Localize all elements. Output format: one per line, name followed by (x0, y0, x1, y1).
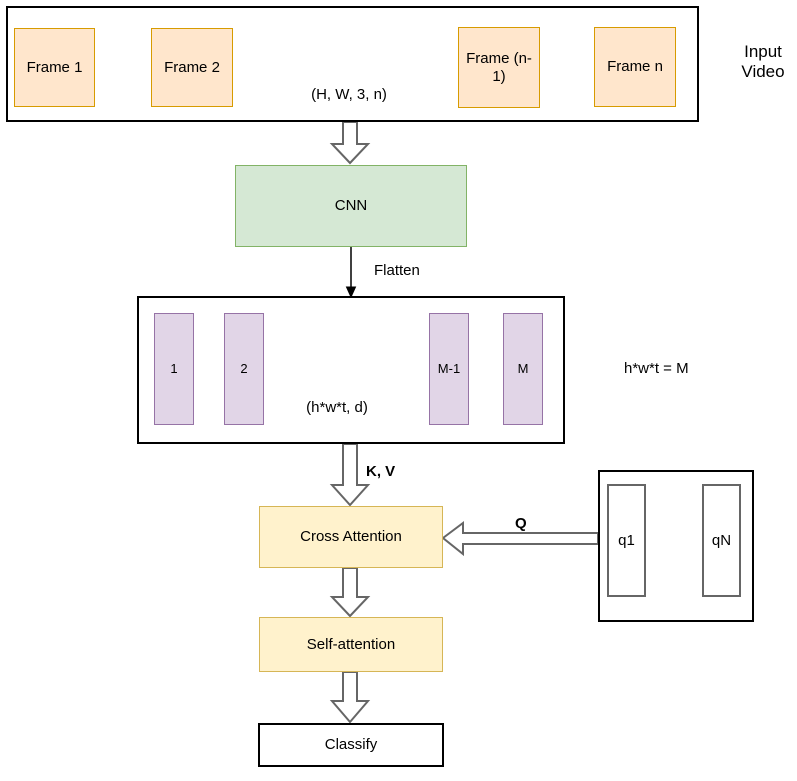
input-video-container (6, 6, 699, 122)
cross-attention-box: Cross Attention (259, 506, 443, 568)
kv-label: K, V (366, 463, 396, 480)
cnn-box: CNN (235, 165, 467, 247)
frame-box-n: Frame n (594, 27, 676, 107)
flatten-label: Flatten (374, 262, 420, 279)
input-shape-label: (H, W, 3, n) (311, 86, 387, 103)
query-box-qn: qN (702, 484, 741, 597)
frame-box-1: Frame 1 (14, 28, 95, 107)
tokens-container (137, 296, 565, 444)
token-count-note: h*w*t = M (624, 360, 689, 377)
self-attention-box: Self-attention (259, 617, 443, 672)
token-box-m: M (503, 313, 543, 425)
query-box-q1: q1 (607, 484, 646, 597)
token-label: 2 (240, 361, 248, 377)
frame-label: Frame 1 (26, 58, 83, 76)
input-video-title-line2: Video (741, 62, 785, 82)
input-video-title-line1: Input (744, 42, 782, 61)
q-label: Q (515, 515, 527, 532)
input-to-cnn-arrow (329, 121, 371, 165)
frame-box-2: Frame 2 (151, 28, 233, 107)
frame-label: Frame (n-1) (466, 49, 532, 85)
tokens-shape-label: (h*w*t, d) (306, 399, 368, 416)
frame-box-n-1: Frame (n-1) (458, 27, 540, 108)
cross-to-self-arrow (329, 567, 371, 618)
frame-label: Frame n (607, 58, 663, 75)
query-label: qN (711, 531, 732, 549)
token-label: M-1 (437, 361, 461, 377)
query-label: q1 (618, 531, 635, 549)
token-box-1: 1 (154, 313, 194, 425)
classify-box: Classify (258, 723, 444, 767)
token-label: 1 (170, 361, 178, 377)
kv-arrow (329, 443, 371, 507)
self-to-classify-arrow (329, 671, 371, 724)
cross-attention-label: Cross Attention (300, 528, 402, 545)
token-box-2: 2 (224, 313, 264, 425)
cnn-label: CNN (334, 197, 368, 214)
token-box-m-1: M-1 (429, 313, 469, 425)
classify-label: Classify (324, 736, 378, 753)
input-video-title: Input Video (728, 42, 797, 83)
self-attention-label: Self-attention (306, 635, 396, 653)
frame-label: Frame 2 (164, 58, 220, 76)
token-label: M (517, 361, 529, 377)
